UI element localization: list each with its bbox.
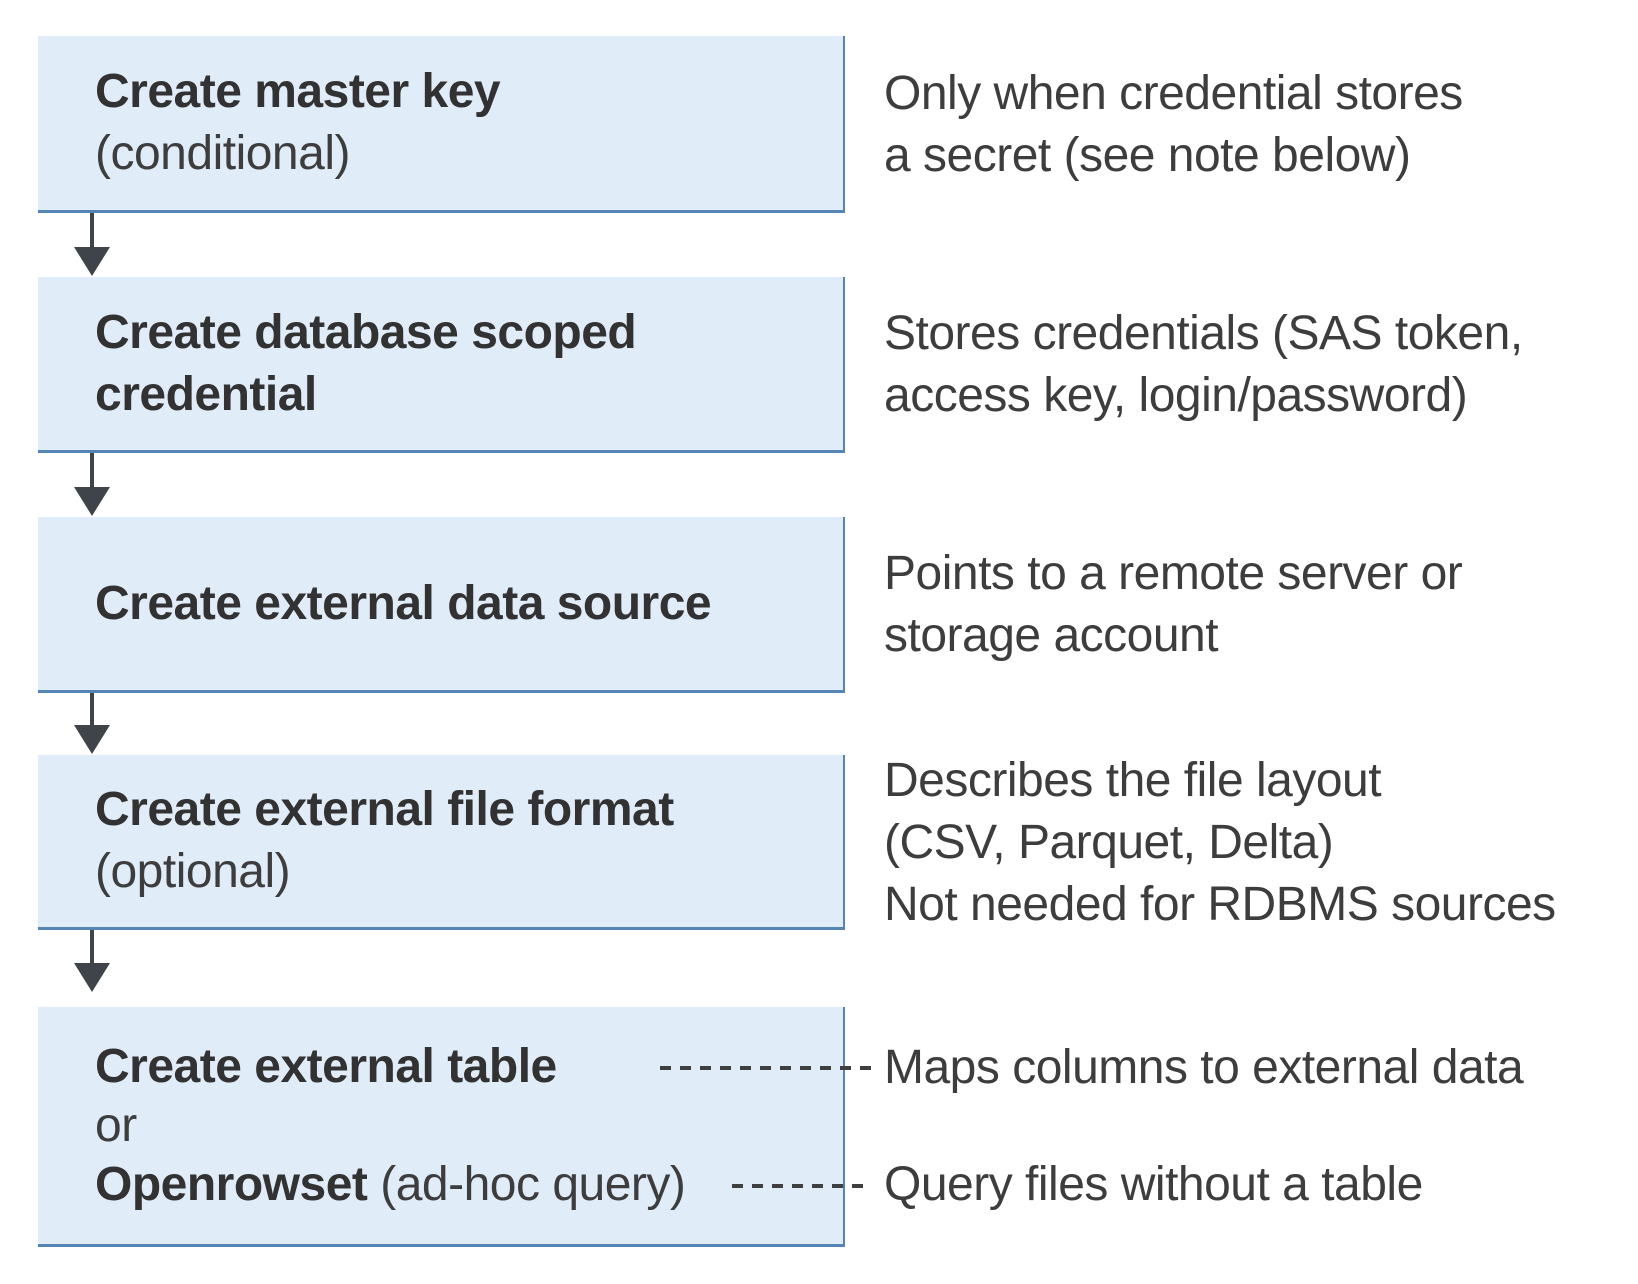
arrow-shaft — [90, 930, 94, 963]
annotation-file-format: Describes the file layout (CSV, Parquet,… — [884, 754, 1634, 931]
box-title-text: Create database scoped — [95, 305, 637, 359]
flow-box-create-master-key: Create master key (conditional) — [38, 36, 845, 213]
annotation-line: Query files without a table — [884, 1158, 1423, 1211]
box-or-text: or — [95, 1099, 137, 1152]
box-title-text: Create external data source — [95, 576, 712, 630]
dashed-connector-openrowset — [732, 1184, 872, 1188]
annotation-line: Describes the file layout — [884, 753, 1382, 807]
annotation-line: a secret (see note below) — [884, 128, 1411, 182]
annotation-openrowset: Query files without a table — [884, 1154, 1634, 1216]
annotation-external-table: Maps columns to external data — [884, 1037, 1634, 1099]
arrow-shaft — [90, 453, 94, 487]
down-arrow-1 — [74, 213, 110, 276]
box-title-text: Create master key — [95, 65, 501, 118]
annotation-line: Maps columns to external data — [884, 1041, 1524, 1094]
flow-box-create-database-scoped-credential: Create database scoped credential — [38, 277, 845, 453]
box-subtitle: (conditional) — [95, 123, 829, 185]
annotation-line: Points to a remote server or — [884, 547, 1463, 600]
annotation-line: Only when credential stores — [884, 66, 1463, 120]
down-arrow-2 — [74, 453, 110, 516]
dashed-connector-external-table — [660, 1066, 872, 1070]
box-title-text: Create external file format — [95, 783, 674, 836]
annotation-data-source: Points to a remote server or storage acc… — [884, 517, 1634, 693]
annotation-line: (CSV, Parquet, Delta) — [884, 815, 1334, 869]
box-title: Create external file format — [95, 779, 829, 841]
annotation-line: access key, login/password) — [884, 369, 1468, 422]
box-subtitle-text: (conditional) — [95, 127, 350, 180]
down-arrow-3 — [74, 693, 110, 754]
box-title: Create master key — [95, 61, 829, 123]
arrow-head-icon — [74, 247, 110, 276]
box-or-label: or — [95, 1096, 829, 1155]
box-title-text: credential — [95, 367, 317, 421]
box-adhoc-text: (ad-hoc query) — [367, 1158, 686, 1211]
box-openrowset-line: Openrowset (ad-hoc query) — [95, 1155, 829, 1214]
box-title: Create external data source — [95, 573, 829, 635]
arrow-head-icon — [74, 487, 110, 516]
box-title: Create external table — [95, 1037, 829, 1096]
annotation-line: Stores credentials (SAS token, — [884, 307, 1523, 360]
box-subtitle-text: (optional) — [95, 845, 291, 898]
annotation-line: Not needed for RDBMS sources — [884, 877, 1556, 931]
arrow-head-icon — [74, 963, 110, 992]
annotation-line: storage account — [884, 609, 1219, 662]
arrow-shaft — [90, 213, 94, 247]
flow-box-create-external-file-format: Create external file format (optional) — [38, 755, 845, 930]
arrow-shaft — [90, 693, 94, 725]
arrow-head-icon — [74, 725, 110, 754]
down-arrow-4 — [74, 930, 110, 992]
box-subtitle: (optional) — [95, 841, 829, 903]
box-title: Create database scoped — [95, 302, 829, 364]
box-title-text: Create external table — [95, 1040, 557, 1093]
annotation-master-key: Only when credential stores a secret (se… — [884, 36, 1634, 213]
box-title-line2: credential — [95, 364, 829, 426]
flow-box-create-external-table-or-openrowset: Create external table or Openrowset (ad-… — [38, 1007, 845, 1247]
flow-box-create-external-data-source: Create external data source — [38, 517, 845, 693]
box-openrowset-text: Openrowset — [95, 1158, 368, 1211]
annotation-scoped-credential: Stores credentials (SAS token, access ke… — [884, 277, 1634, 453]
